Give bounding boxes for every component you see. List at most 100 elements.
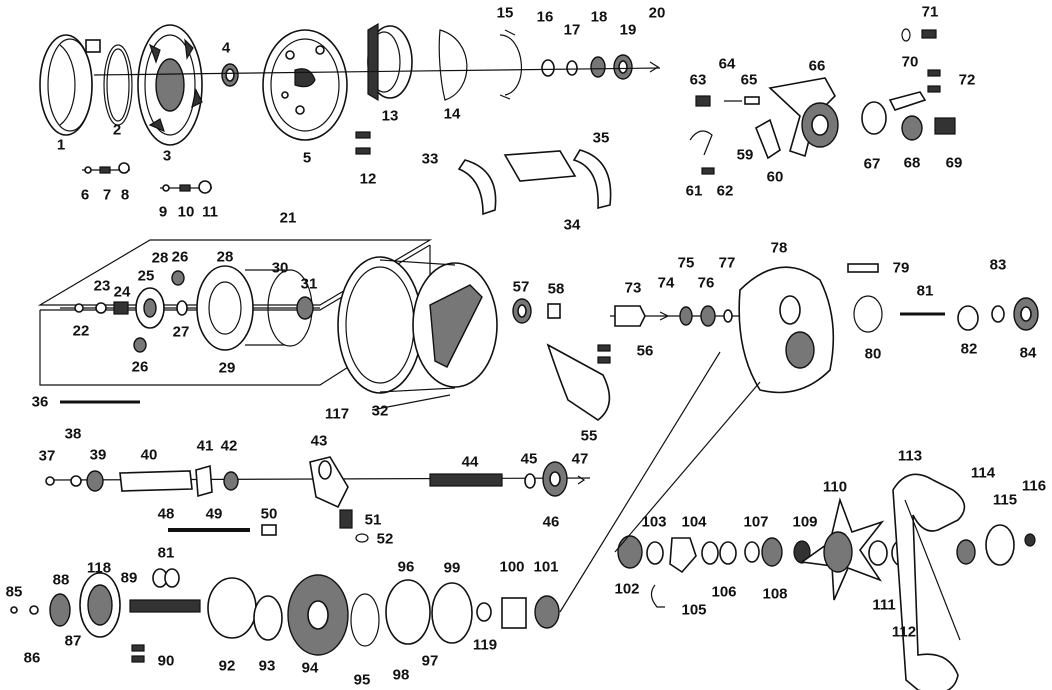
part-side-plate-5 [262,29,348,141]
label-part-115: 115 [992,491,1018,509]
label-part-29: 29 [218,359,236,377]
label-part-23: 23 [93,277,111,295]
label-part-66: 66 [808,57,826,75]
label-part-40: 40 [140,446,158,464]
part-handle-bearing-102-109 [617,535,811,608]
label-part-110: 110 [822,478,848,496]
label-part-95: 95 [353,671,371,689]
part-bearing-18-19 [590,54,633,80]
label-part-45: 45 [520,450,538,468]
label-part-27: 27 [172,323,190,341]
label-part-52: 52 [376,530,394,548]
part-screw-71 [901,28,937,42]
part-side-cover-1 [39,34,101,136]
label-part-98: 98 [392,666,410,684]
label-part-81: 81 [916,282,934,300]
label-part-109: 109 [792,513,818,531]
label-part-47: 47 [571,450,589,468]
label-part-117: 117 [324,405,350,423]
label-part-6: 6 [80,186,90,204]
label-part-36: 36 [31,393,49,411]
label-part-42: 42 [220,437,238,455]
label-part-64: 64 [718,55,736,73]
label-part-16: 16 [536,8,554,26]
part-bearing-57-58 [512,298,561,324]
part-shaft-81-82-83-84 [900,297,1039,331]
part-screw-79 [847,263,879,273]
label-part-71: 71 [921,3,939,21]
part-side-cover-78 [738,266,835,394]
label-part-26a: 26 [171,248,189,266]
part-frame-plate-3 [137,24,203,146]
part-small-pins-9-10-11 [160,180,212,194]
label-part-30: 30 [271,259,289,277]
label-part-20: 20 [648,4,666,22]
part-drive-shaft-73-77 [610,305,750,327]
label-part-92: 92 [218,657,236,675]
label-part-67: 67 [863,155,881,173]
label-part-106: 106 [711,583,737,601]
label-part-74: 74 [657,274,675,292]
part-gasket-2 [103,44,133,126]
label-part-70: 70 [901,53,919,71]
part-worm-shaft-44 [429,473,503,487]
label-part-78: 78 [770,239,788,257]
label-part-10: 10 [177,203,195,221]
label-part-33: 33 [421,150,439,168]
part-o-ring-80 [853,295,883,333]
label-part-59: 59 [736,146,754,164]
part-brake-33-34-35 [457,149,612,216]
label-part-96: 96 [397,558,415,576]
label-part-28b: 28 [151,249,169,267]
part-small-pins-6-7-8 [82,162,130,174]
label-part-84: 84 [1019,344,1037,362]
label-part-93: 93 [258,657,276,675]
label-part-68: 68 [903,154,921,172]
part-star-drag-110 [799,497,885,601]
label-part-11: 11 [202,203,218,221]
label-part-55: 55 [580,427,598,445]
label-part-111: 111 [872,596,896,614]
label-part-35: 35 [592,129,610,147]
label-part-19: 19 [619,21,637,39]
label-part-112: 112 [891,623,917,641]
label-part-86: 86 [23,649,41,667]
label-part-21: 21 [279,209,297,227]
label-part-51: 51 [364,511,382,529]
part-clutch-lever-66 [768,77,839,158]
part-ring-gear-13 [367,22,413,102]
part-bearing-4 [221,63,239,87]
label-part-2: 2 [112,121,122,139]
part-pins-70-72 [888,69,941,111]
part-line-guide-43 [309,456,349,509]
label-part-13: 13 [381,107,399,125]
part-gear-45-46-47 [524,461,586,497]
label-part-116: 116 [1021,477,1047,495]
label-part-101: 101 [533,558,559,576]
part-knob-114-115-116 [956,524,1036,566]
label-part-99: 99 [443,559,461,577]
label-part-119: 119 [472,636,498,654]
label-part-22: 22 [72,322,90,340]
label-part-75: 75 [677,254,695,272]
label-part-107: 107 [743,513,769,531]
label-part-9: 9 [158,203,168,221]
label-part-50: 50 [260,505,278,523]
label-part-114: 114 [970,464,996,482]
label-part-87: 87 [64,632,82,650]
part-plate-55-56 [546,343,611,421]
label-part-63: 63 [689,71,707,89]
label-part-58: 58 [547,280,565,298]
label-part-77: 77 [718,254,736,272]
part-spool-assembly-21 [60,265,320,353]
label-part-31: 31 [300,275,318,293]
label-part-7: 7 [102,186,112,204]
label-part-69: 69 [945,154,963,172]
label-part-14: 14 [443,105,461,123]
label-part-43: 43 [310,432,328,450]
label-part-85: 85 [5,583,23,601]
label-part-104: 104 [681,513,707,531]
label-part-118: 118 [86,559,112,577]
label-part-15: 15 [496,4,514,22]
label-part-48: 48 [157,505,175,523]
